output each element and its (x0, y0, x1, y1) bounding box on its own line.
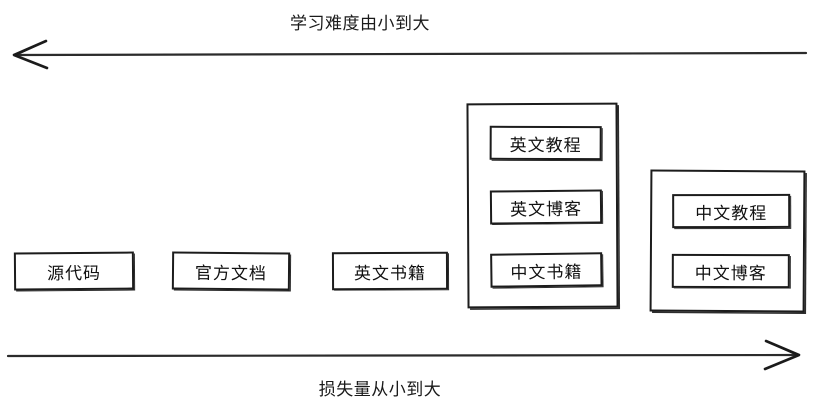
bottom-axis-label: 损失量从小到大 (318, 380, 442, 400)
node-english-tutorial[interactable]: 英文教程 (489, 125, 602, 161)
top-axis-arrow (12, 39, 808, 70)
node-chinese-tutorial[interactable]: 中文教程 (672, 193, 791, 229)
node-official-docs[interactable]: 官方文档 (171, 251, 291, 291)
node-chinese-books[interactable]: 中文书籍 (490, 252, 603, 288)
group-english-media[interactable]: 英文教程 英文博客 中文书籍 (466, 102, 619, 309)
bottom-axis-arrow (6, 339, 801, 371)
top-axis-label: 学习难度由小到大 (290, 14, 430, 34)
node-english-blog[interactable]: 英文博客 (489, 189, 603, 225)
group-chinese-media[interactable]: 中文教程 中文博客 (649, 169, 806, 313)
node-english-books[interactable]: 英文书籍 (331, 251, 449, 291)
node-chinese-blog[interactable]: 中文博客 (671, 253, 790, 289)
node-source-code[interactable]: 源代码 (13, 251, 135, 291)
